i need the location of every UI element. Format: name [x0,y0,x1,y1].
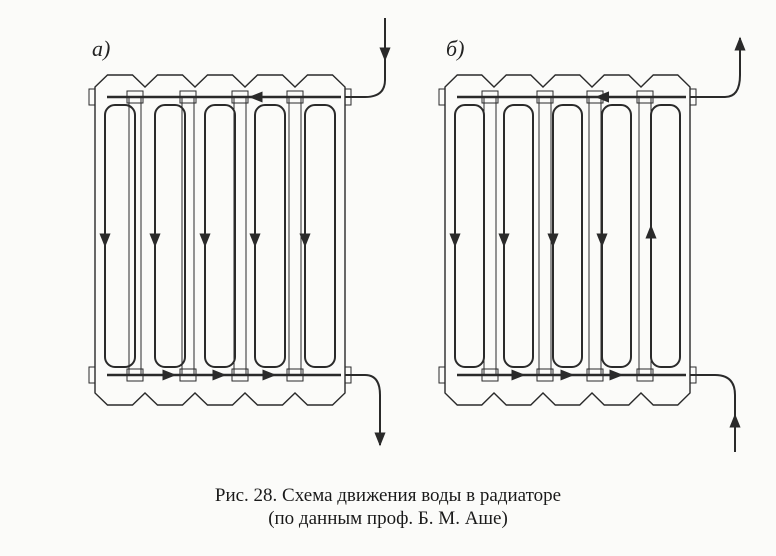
caption-line-2: (по данным проф. Б. М. Аше) [268,508,508,529]
plug-left-top [88,88,96,106]
caption-line-1: Рис. 28. Схема движения воды в радиаторе [214,485,562,506]
radiator-a [88,18,391,447]
inlet-pipe [690,374,736,452]
flow-loop [104,104,136,368]
plug-left-bottom [88,366,96,384]
outlet-pipe [345,374,386,447]
flow-loop [304,104,336,368]
inlet-pipe [345,18,386,98]
section-tube [588,96,602,376]
flow-loop [650,104,681,368]
flow-loop [601,104,632,368]
radiator-b [438,36,746,452]
plug-left-top [438,88,446,106]
section-tube [483,96,497,376]
flow-loop [204,104,236,368]
label-a: а) [92,36,111,61]
flow-loop [503,104,534,368]
plug-left-bottom [438,366,446,384]
flow-loop [552,104,583,368]
flow-loop [254,104,286,368]
flow-loop [154,104,186,368]
radiator-outline [94,74,346,406]
radiator-outline [444,74,691,406]
outlet-pipe [690,36,746,98]
section-tube [638,96,652,376]
section-tube [538,96,552,376]
section-tube [288,96,302,376]
label-b: б) [446,36,465,61]
section-tube [181,96,195,376]
flow-loop [454,104,485,368]
